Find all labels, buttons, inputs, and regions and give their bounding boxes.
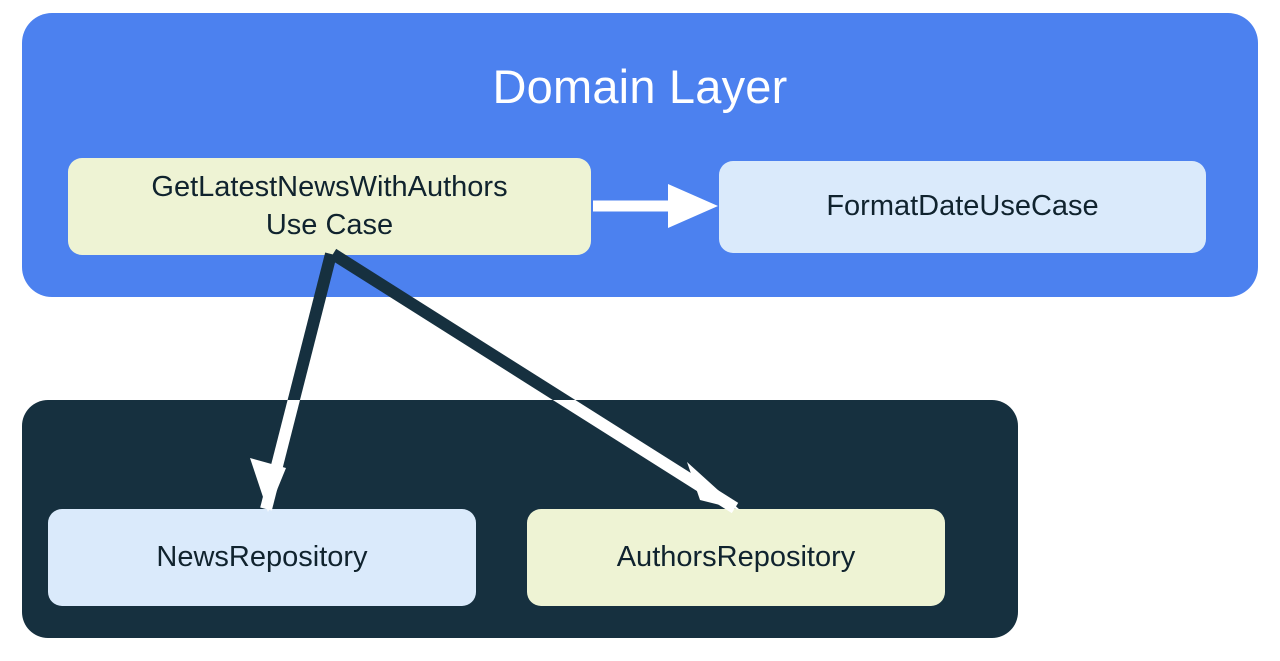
node-format-date-use-case[interactable]: FormatDateUseCase — [719, 161, 1206, 253]
node-get-latest-news-with-authors-use-case[interactable]: GetLatestNewsWithAuthors Use Case — [68, 158, 591, 255]
domain-layer-title: Domain Layer — [492, 60, 788, 113]
node-news-repository[interactable]: NewsRepository — [48, 509, 476, 606]
node-authors-repository[interactable]: AuthorsRepository — [527, 509, 945, 606]
